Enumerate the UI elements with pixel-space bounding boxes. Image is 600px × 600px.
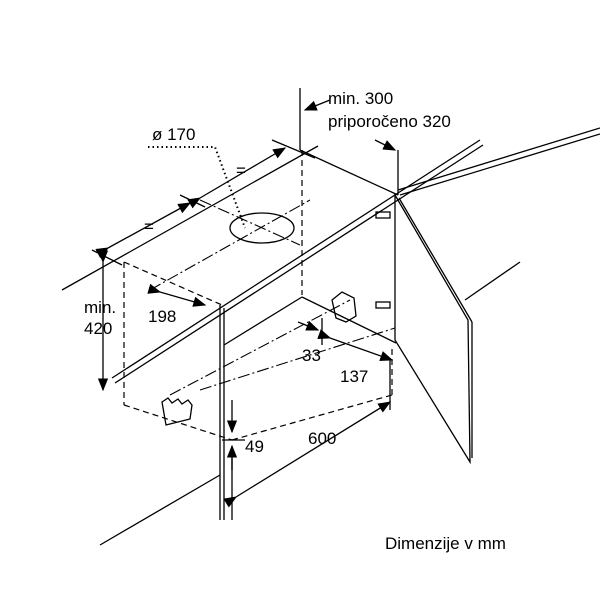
- min-side-label: min. 300: [328, 89, 393, 108]
- min-height-label-2: 420: [84, 319, 112, 338]
- hinge-icon: [375, 301, 391, 309]
- equal-right-label: =: [236, 161, 246, 180]
- bracket-icon: [331, 291, 357, 323]
- recommended-side-label: priporočeno 320: [328, 112, 451, 131]
- equal-left-label: =: [144, 217, 154, 236]
- dim-33-label: 33: [302, 346, 321, 365]
- bracket-icon: [161, 397, 193, 426]
- width-600-label: 600: [308, 429, 336, 448]
- dimension-lines: [91, 99, 397, 520]
- min-height-label-1: min.: [84, 298, 116, 317]
- diameter-leader: [148, 146, 246, 229]
- duct-opening: [229, 212, 295, 244]
- cabinet-door: [375, 192, 473, 465]
- caption: Dimenzije v mm: [385, 534, 506, 553]
- hinge-icon: [375, 211, 391, 219]
- dim-49-label: 49: [245, 437, 264, 456]
- depth-198-label: 198: [148, 307, 176, 326]
- dim-137-label: 137: [340, 367, 368, 386]
- cabinet-outline: [61, 88, 600, 546]
- duct-diameter-label: ø 170: [152, 125, 195, 144]
